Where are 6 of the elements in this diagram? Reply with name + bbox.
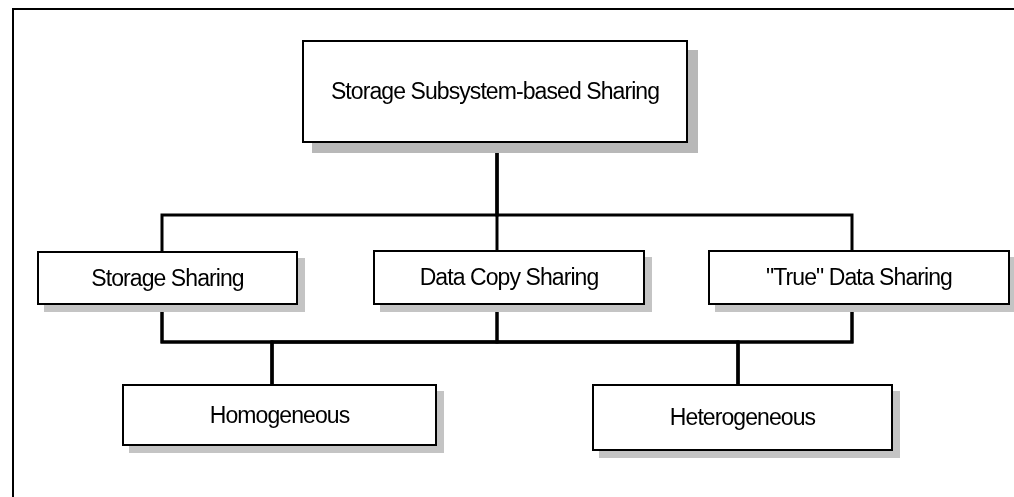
box-label: Data Copy Sharing: [419, 263, 599, 293]
box-label: Homogeneous: [209, 400, 350, 430]
box-label: Storage Subsystem-based Sharing: [330, 77, 660, 107]
box-label: "True" Data Sharing: [766, 263, 952, 293]
box-label: Storage Sharing: [91, 263, 244, 293]
box-label: Heterogeneous: [669, 403, 816, 433]
